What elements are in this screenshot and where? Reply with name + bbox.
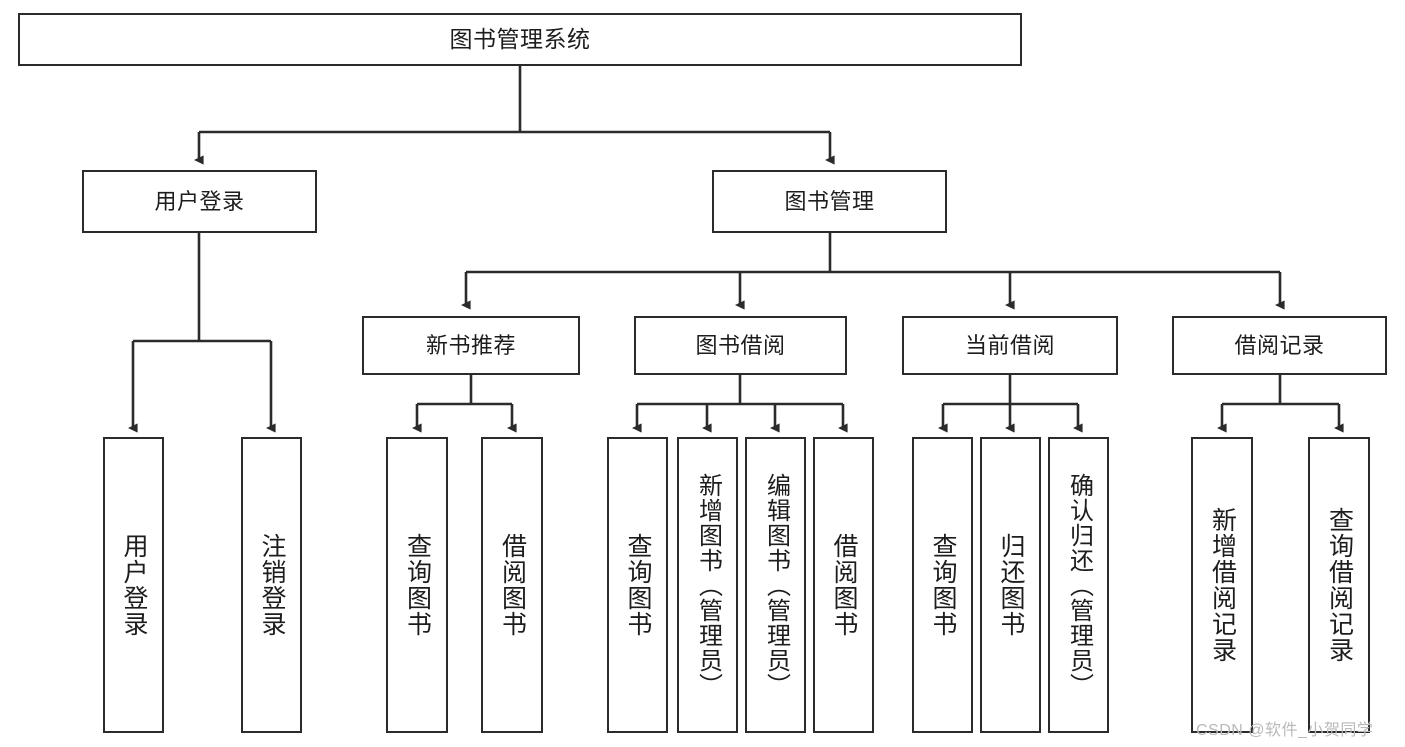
leaf-add-borrow-record[interactable]: 新增借阅记录 bbox=[1191, 437, 1253, 733]
node-label: 新增图书（管理员） bbox=[694, 472, 722, 698]
leaf-logout[interactable]: 注销登录 bbox=[241, 437, 302, 733]
node-label: 归还图书 bbox=[997, 533, 1025, 637]
leaf-return-books[interactable]: 归还图书 bbox=[980, 437, 1041, 733]
node-book-management[interactable]: 图书管理 bbox=[712, 170, 947, 233]
node-book-borrow[interactable]: 图书借阅 bbox=[634, 316, 847, 375]
node-new-book-recommend[interactable]: 新书推荐 bbox=[362, 316, 580, 375]
node-label: 查询图书 bbox=[403, 533, 432, 637]
node-label: 新书推荐 bbox=[425, 332, 516, 358]
node-label: 用户登录 bbox=[120, 533, 148, 637]
node-label: 新增借阅记录 bbox=[1208, 507, 1237, 663]
node-label: 图书借阅 bbox=[695, 332, 786, 358]
node-label: 图书管理系统 bbox=[449, 26, 591, 53]
node-borrow-records[interactable]: 借阅记录 bbox=[1172, 316, 1387, 375]
leaf-query-books-borrow[interactable]: 查询图书 bbox=[607, 437, 668, 733]
node-root-system[interactable]: 图书管理系统 bbox=[18, 13, 1022, 66]
leaf-edit-book-admin[interactable]: 编辑图书（管理员） bbox=[745, 437, 806, 733]
node-label: 借阅图书 bbox=[498, 533, 527, 637]
leaf-borrow-books[interactable]: 借阅图书 bbox=[813, 437, 874, 733]
leaf-add-book-admin[interactable]: 新增图书（管理员） bbox=[677, 437, 738, 733]
node-current-borrow[interactable]: 当前借阅 bbox=[902, 316, 1118, 375]
node-label: 确认归还（管理员） bbox=[1065, 472, 1093, 698]
node-label: 用户登录 bbox=[154, 188, 245, 214]
node-label: 借阅记录 bbox=[1234, 332, 1325, 358]
node-label: 编辑图书（管理员） bbox=[762, 472, 790, 698]
node-label: 当前借阅 bbox=[964, 332, 1055, 358]
leaf-confirm-return-admin[interactable]: 确认归还（管理员） bbox=[1048, 437, 1109, 733]
node-label: 借阅图书 bbox=[830, 533, 858, 637]
leaf-query-books-recommend[interactable]: 查询图书 bbox=[386, 437, 448, 733]
node-label: 查询图书 bbox=[624, 533, 652, 637]
leaf-borrow-books-recommend[interactable]: 借阅图书 bbox=[481, 437, 543, 733]
node-label: 查询借阅记录 bbox=[1325, 507, 1354, 663]
leaf-user-login[interactable]: 用户登录 bbox=[103, 437, 164, 733]
leaf-query-borrow-record[interactable]: 查询借阅记录 bbox=[1308, 437, 1370, 733]
node-user-login[interactable]: 用户登录 bbox=[82, 170, 317, 233]
csdn-watermark: CSDN @软件_小贺同学 bbox=[1196, 722, 1374, 739]
node-label: 图书管理 bbox=[784, 188, 875, 214]
leaf-query-books-current[interactable]: 查询图书 bbox=[912, 437, 973, 733]
node-label: 查询图书 bbox=[929, 533, 957, 637]
node-label: 注销登录 bbox=[258, 533, 286, 637]
